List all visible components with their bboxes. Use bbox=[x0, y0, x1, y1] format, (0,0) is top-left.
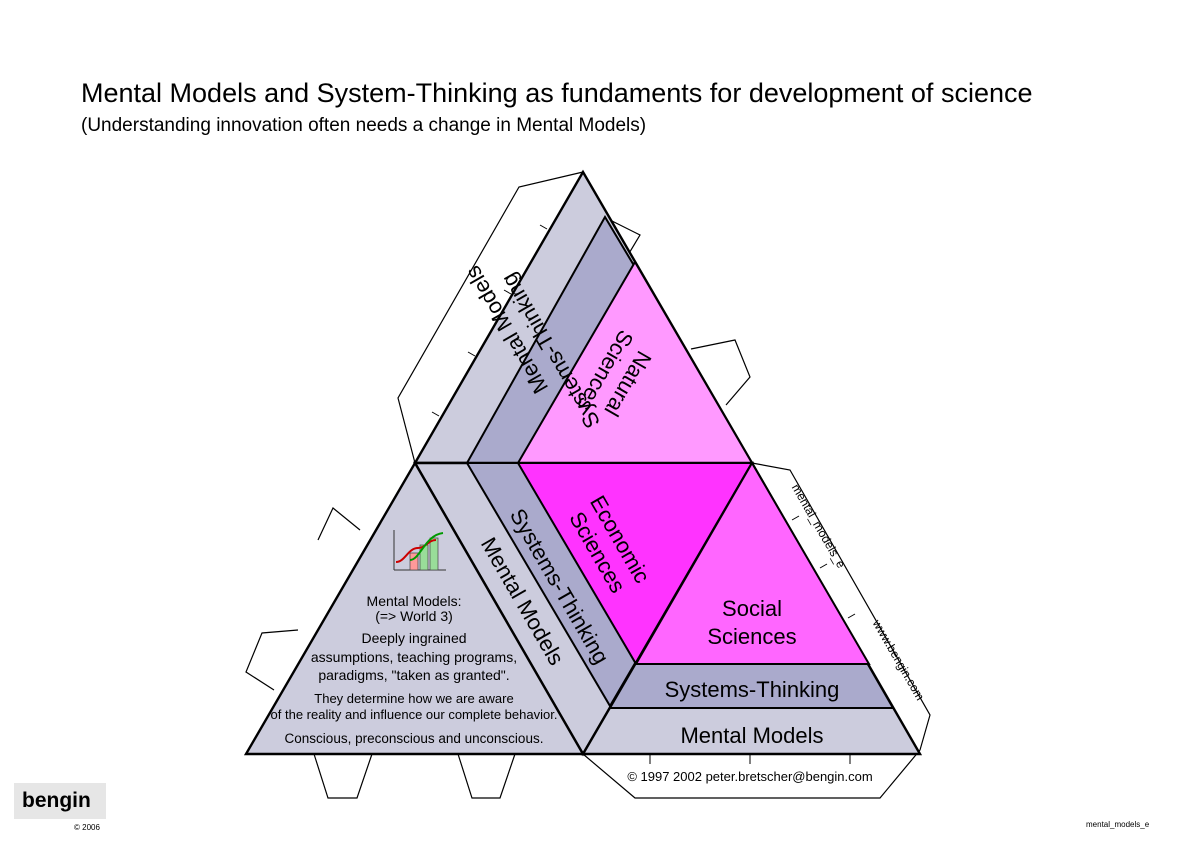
left-heading-1: Mental Models: bbox=[367, 593, 462, 609]
tab-bottom-1 bbox=[313, 753, 373, 799]
tab-upper-right-2 bbox=[690, 339, 751, 406]
page-title: Mental Models and System-Thinking as fun… bbox=[81, 78, 1033, 108]
logo-year: © 2006 bbox=[74, 823, 100, 832]
left-para2-line2: of the reality and influence our complet… bbox=[271, 707, 558, 722]
page-subtitle: (Understanding innovation often needs a … bbox=[81, 115, 647, 136]
social-sciences-line1: Social bbox=[722, 596, 782, 621]
left-para1-line3: paradigms, "taken as granted". bbox=[318, 667, 509, 683]
left-heading-2: (=> World 3) bbox=[375, 608, 453, 624]
tab-left-2 bbox=[245, 629, 299, 691]
tab-bottom-2 bbox=[457, 753, 516, 799]
label-bottom-inner-band: Systems-Thinking bbox=[665, 677, 840, 702]
tab-ticks bbox=[431, 224, 856, 764]
left-para1-line1: Deeply ingrained bbox=[361, 630, 466, 646]
label-bottom-outer-band: Mental Models bbox=[680, 723, 823, 748]
social-sciences-line2: Sciences bbox=[707, 624, 796, 649]
bengin-logo: bengin bbox=[14, 783, 106, 819]
glue-tabs bbox=[245, 171, 931, 799]
mental-models-description: Mental Models: (=> World 3) Deeply ingra… bbox=[271, 593, 558, 746]
left-para1-line2: assumptions, teaching programs, bbox=[311, 649, 517, 665]
face-mental-models bbox=[243, 460, 586, 756]
tab-right bbox=[582, 462, 931, 799]
file-name-tag: mental_models_e bbox=[1086, 820, 1150, 829]
tab-upper-left bbox=[397, 171, 584, 464]
copyright-tab-text: © 1997 2002 peter.bretscher@bengin.com bbox=[627, 769, 872, 784]
tab-left-1 bbox=[317, 507, 361, 541]
chart-icon bbox=[393, 530, 446, 571]
left-para3: Conscious, preconscious and unconscious. bbox=[285, 731, 544, 746]
left-para2-line1: They determine how we are aware bbox=[314, 691, 513, 706]
logo-text: bengin bbox=[22, 789, 91, 812]
face-social-sciences bbox=[634, 461, 871, 665]
